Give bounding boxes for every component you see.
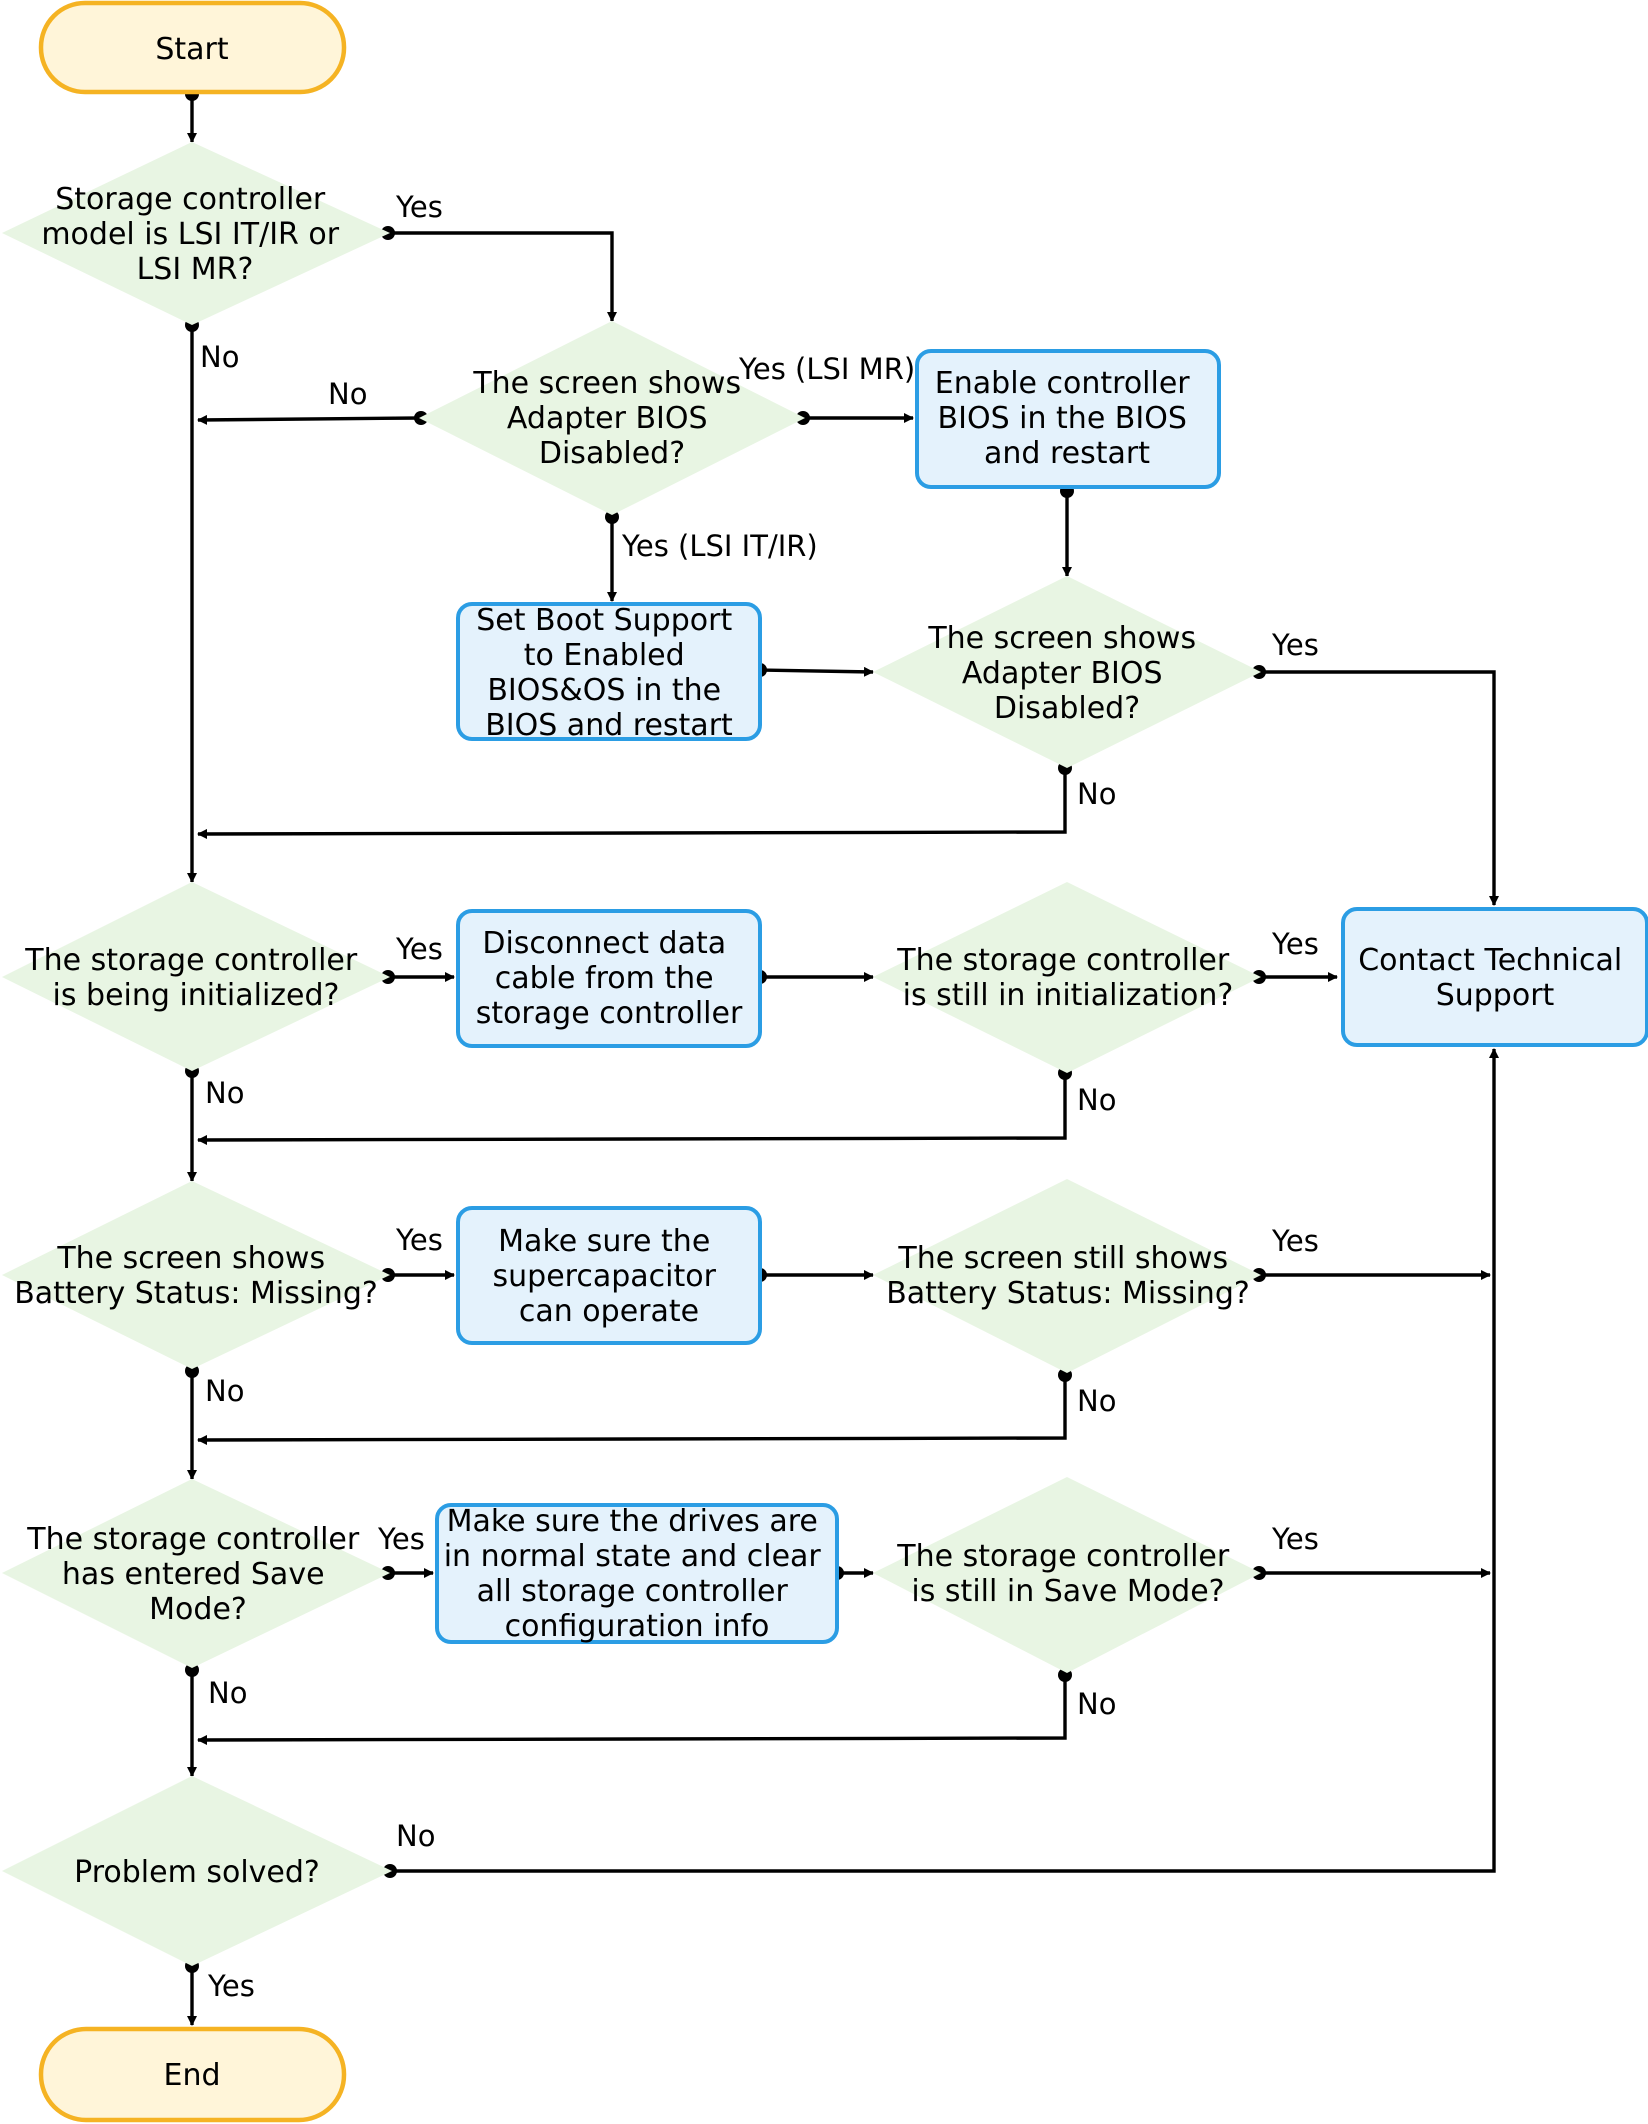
process-contact-label: Contact Technical Support <box>1358 943 1632 1013</box>
label-battery2-yes: Yes <box>1271 1224 1319 1258</box>
label-bios1-no: No <box>328 377 367 411</box>
decision-save-label: The storage controller has entered Save … <box>26 1522 369 1627</box>
process-disconnect-label: Disconnect data cable from the storage c… <box>476 926 743 1031</box>
label-solved-yes: Yes <box>207 1969 255 2003</box>
label-model-no: No <box>200 340 239 374</box>
edge-dot <box>605 510 619 524</box>
edge-bios2-no <box>197 768 1067 839</box>
decision-battery2-shape <box>873 1179 1261 1373</box>
label-bios1-yes-itir: Yes (LSI IT/IR) <box>621 529 818 563</box>
decision-battery-shape <box>2 1181 390 1369</box>
decision-init2-shape <box>873 882 1261 1073</box>
process-drives-label: Make sure the drives are in normal state… <box>444 1504 831 1644</box>
edge-dot <box>185 1364 199 1378</box>
edge-bios2-yes <box>1259 670 1499 906</box>
processes <box>435 349 1648 1644</box>
label-bios2-yes: Yes <box>1271 628 1319 662</box>
process-disconnect-shape <box>456 909 762 1048</box>
edge-save2-no <box>197 1675 1067 1745</box>
process-bootsupport-label: Set Boot Support to Enabled BIOS&OS in t… <box>476 603 742 743</box>
decision-init-label: The storage controller is being initiali… <box>24 943 367 1013</box>
label-bios2-no: No <box>1077 777 1116 811</box>
decision-save2-shape <box>873 1477 1261 1673</box>
edge-model-yes <box>388 231 617 322</box>
terminals <box>38 0 347 2123</box>
decision-battery2-label: The screen still shows Battery Status: M… <box>886 1241 1250 1311</box>
edge-labels: Yes No No Yes (LSI MR) Yes (LSI IT/IR) Y… <box>200 190 1319 2003</box>
decision-save2-label: The storage controller is still in Save … <box>896 1539 1239 1609</box>
label-save2-yes: Yes <box>1271 1522 1319 1556</box>
decision-init2-label: The storage controller is still in initi… <box>896 943 1239 1013</box>
start-label: Start <box>155 32 229 67</box>
decision-bios1-label: The screen shows Adapter BIOS Disabled? <box>472 366 750 471</box>
label-save-no: No <box>208 1676 247 1710</box>
process-supercap-label: Make sure the supercapacitor can operate <box>493 1224 726 1329</box>
decision-model-shape <box>2 142 390 325</box>
label-save2-no: No <box>1077 1687 1116 1721</box>
decision-solved-shape <box>2 1776 392 1966</box>
label-battery2-no: No <box>1077 1384 1116 1418</box>
process-enable-label: Enable controller BIOS in the BIOS and r… <box>935 366 1199 471</box>
edge-battery2-no <box>197 1375 1067 1445</box>
label-battery-yes: Yes <box>395 1223 443 1257</box>
label-init-yes: Yes <box>395 932 443 966</box>
process-bootsupport-shape <box>456 602 762 741</box>
process-drives-shape <box>435 1503 839 1644</box>
label-init2-yes: Yes <box>1271 927 1319 961</box>
label-battery-no: No <box>205 1374 244 1408</box>
decision-battery-label: The screen shows Battery Status: Missing… <box>14 1241 378 1311</box>
decision-bios2-label: The screen shows Adapter BIOS Disabled? <box>927 621 1205 726</box>
end-terminal <box>38 2026 347 2123</box>
process-enable-shape <box>915 349 1221 489</box>
edge-init2-no <box>197 1073 1067 1145</box>
end-label: End <box>163 2058 220 2093</box>
label-model-yes: Yes <box>395 190 443 224</box>
edges <box>185 87 1499 2026</box>
decisions <box>2 142 1261 1966</box>
edge-dot <box>185 1663 199 1677</box>
process-contact-shape <box>1341 907 1648 1047</box>
start-terminal <box>38 0 347 95</box>
decision-bios1-shape <box>419 321 805 515</box>
decision-model-label: Storage controller model is LSI IT/IR or… <box>41 182 348 287</box>
edge-bios1-no <box>197 414 422 425</box>
process-supercap-shape <box>456 1206 762 1345</box>
label-init2-no: No <box>1077 1083 1116 1117</box>
label-bios1-yes-mr: Yes (LSI MR) <box>738 352 915 386</box>
label-save-yes: Yes <box>377 1522 425 1556</box>
label-solved-no: No <box>396 1819 435 1853</box>
edge-boot-to-bios2 <box>759 666 874 677</box>
edge-solved-no <box>390 1048 1499 1873</box>
node-labels: Start Storage controller model is LSI IT… <box>14 32 1632 2093</box>
decision-bios2-shape <box>873 576 1261 768</box>
decision-save-shape <box>2 1479 390 1668</box>
decision-init-shape <box>2 882 390 1071</box>
decision-solved-label: Problem solved? <box>74 1855 320 1890</box>
label-init-no: No <box>205 1076 244 1110</box>
